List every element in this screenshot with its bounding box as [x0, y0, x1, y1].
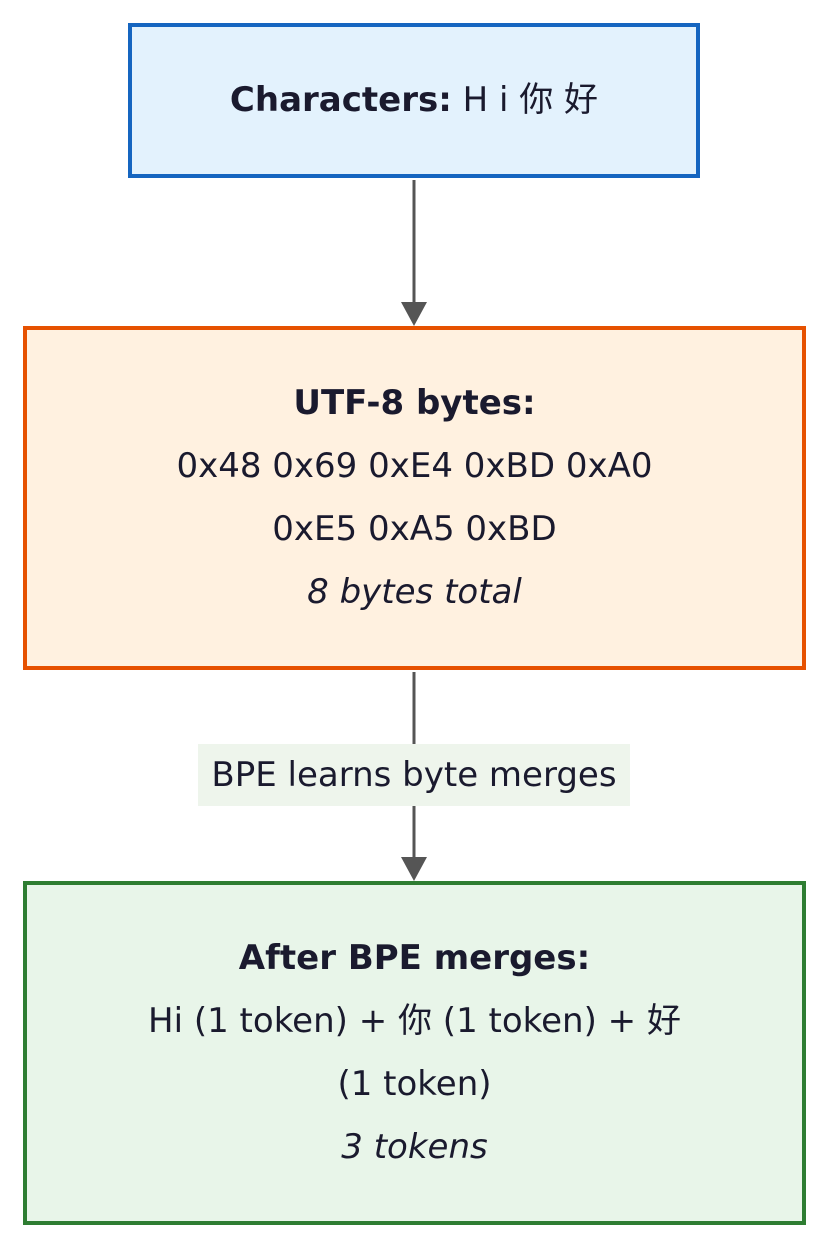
- edge-label-bpe-learns: BPE learns byte merges: [198, 744, 630, 806]
- bpe-tokens-total: 3 tokens: [341, 1127, 488, 1167]
- utf8-bytes-total: 8 bytes total: [307, 572, 522, 612]
- utf8-bytes-node: UTF-8 bytes: 0x48 0x69 0xE4 0xBD 0xA0 0x…: [23, 326, 806, 670]
- utf8-bytes-line-1: 0x48 0x69 0xE4 0xBD 0xA0: [176, 446, 653, 486]
- bpe-tokens-line-2: (1 token): [337, 1064, 492, 1104]
- characters-node: Characters: H i 你 好: [128, 23, 700, 178]
- characters-label: Characters:: [229, 80, 452, 120]
- bpe-title: After BPE merges:: [238, 938, 591, 978]
- arrow-characters-to-utf8: [401, 180, 427, 326]
- utf8-title: UTF-8 bytes:: [293, 383, 536, 423]
- bpe-tokens-line-1: Hi (1 token) + 你 (1 token) + 好: [148, 1001, 681, 1041]
- characters-value: H i 你 好: [451, 80, 599, 120]
- characters-line: Characters: H i 你 好: [230, 69, 598, 132]
- utf8-bytes-line-2: 0xE5 0xA5 0xBD: [272, 509, 557, 549]
- bpe-merges-node: After BPE merges: Hi (1 token) + 你 (1 to…: [23, 881, 806, 1225]
